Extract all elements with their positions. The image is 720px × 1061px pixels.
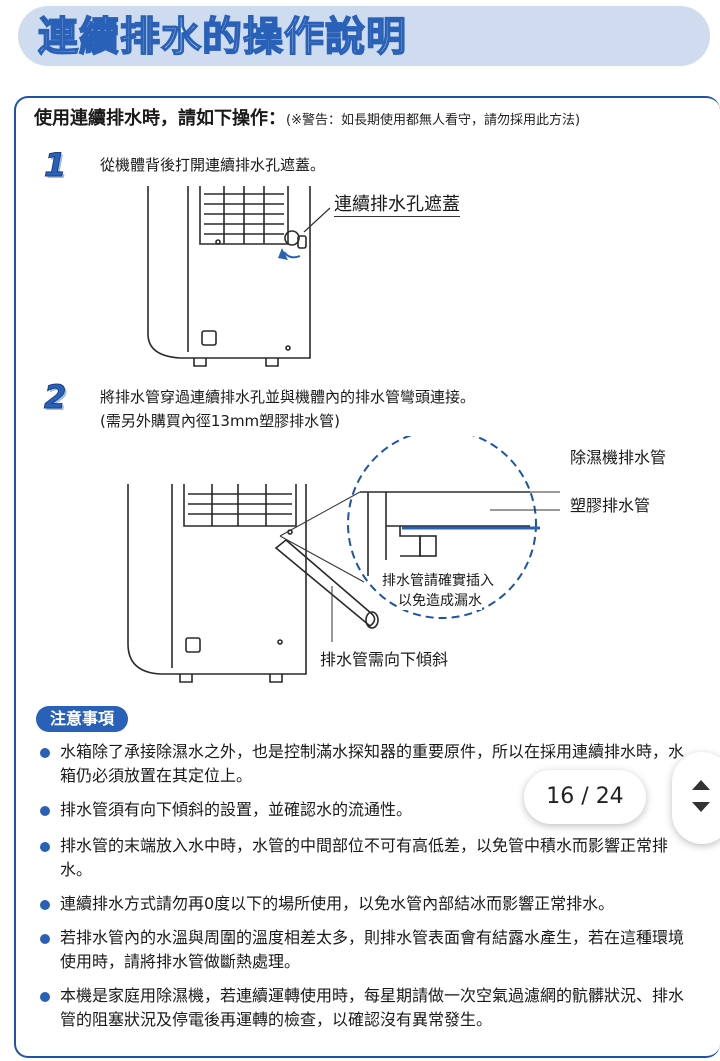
step-1-text: 從機體背後打開連續排水孔遮蓋。: [100, 156, 326, 174]
step-2-subtext: (需另外購買內徑13mm塑膠排水管): [100, 412, 341, 430]
callout-insert-line-1: 排水管請確實插入: [382, 570, 494, 590]
notice-item: 排水管須有向下傾斜的設置，並確認水的流通性。: [36, 798, 696, 822]
step-2-text: 將排水管穿過連續排水孔並與機體內的排水管彎頭連接。: [100, 388, 476, 406]
step-1-number: 1: [44, 146, 67, 185]
notice-item: 連續排水方式請勿再0度以下的場所使用，以免水管內部結冰而影響正常排水。: [36, 892, 696, 916]
page-title: 連續排水的操作說明: [37, 13, 407, 61]
callout-insert-line-2: 以免造成漏水: [398, 590, 482, 610]
callout-dehumidifier-pipe: 除濕機排水管: [570, 444, 667, 468]
callout-slope: 排水管需向下傾斜: [320, 646, 449, 670]
notice-item: 水箱除了承接除濕水之外，也是控制滿水探知器的重要原件，所以在採用連續排水時，水箱…: [36, 740, 696, 788]
notice-item: 本機是家庭用除濕機，若連續運轉使用時，每星期請做一次空氣過濾網的骯髒狀況、排水管…: [36, 984, 696, 1032]
notice-item: 若排水管內的水溫與周圍的溫度相差太多，則排水管表面會有結露水產生，若在這種環境使…: [36, 926, 696, 974]
warning-text: (※警告：如長期使用都無人看守，請勿採用此方法): [286, 113, 581, 128]
content-frame: [14, 96, 720, 1058]
scroll-up-icon[interactable]: [692, 780, 710, 790]
notice-item: 排水管的末端放入水中時，水管的中間部位不可有高低差，以免管中積水而影響正常排水。: [36, 834, 696, 882]
step-2-number: 2: [44, 378, 67, 417]
notice-badge: 注意事項: [36, 706, 129, 732]
step-2-illustration: [127, 436, 560, 683]
callout-drain-cover: 連續排水孔遮蓋: [334, 190, 460, 217]
notice-list: 水箱除了承接除濕水之外，也是控制滿水探知器的重要原件，所以在採用連續排水時，水箱…: [36, 740, 696, 1042]
scroll-down-icon[interactable]: [692, 802, 710, 812]
page-indicator: 16 / 24: [524, 770, 646, 824]
title-band: [18, 6, 710, 66]
step-1-illustration: [147, 186, 331, 367]
callout-plastic-pipe: 塑膠排水管: [570, 492, 651, 516]
instruction-header-text: 使用連續排水時，請如下操作：: [34, 108, 286, 129]
instruction-header: 使用連續排水時，請如下操作：(※警告：如長期使用都無人看守，請勿採用此方法): [34, 104, 580, 130]
page-scroll-control[interactable]: [672, 752, 720, 844]
